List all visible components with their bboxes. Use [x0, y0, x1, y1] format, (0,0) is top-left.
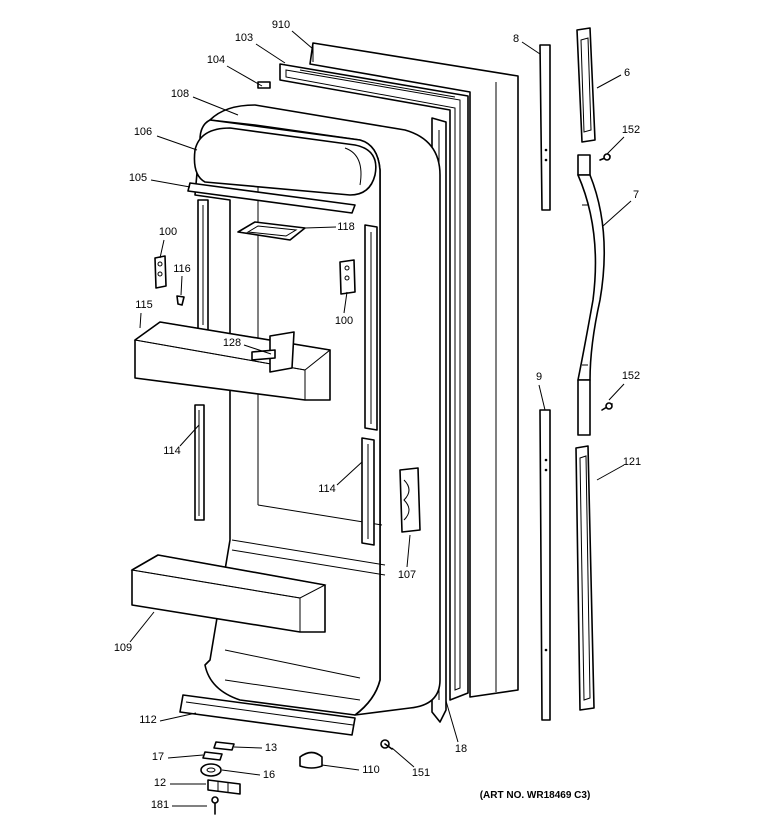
callout-c13: 13 — [265, 742, 277, 754]
hinge-pin-13 — [213, 741, 235, 751]
callout-c115: 115 — [135, 299, 153, 311]
door-handle — [577, 154, 606, 436]
leader-line-c7 — [602, 200, 632, 227]
callout-c152b: 152 — [622, 370, 640, 382]
leader-line-c910 — [291, 30, 314, 50]
callout-c910: 910 — [272, 19, 290, 31]
callout-c106: 106 — [134, 126, 152, 138]
hinge-cap-110 — [299, 751, 323, 769]
leader-line-c152b — [608, 383, 625, 401]
callout-c8: 8 — [513, 33, 519, 45]
outer-door-panel — [309, 42, 519, 698]
callout-c18: 18 — [455, 743, 467, 755]
handle-trim-bottom — [539, 409, 551, 721]
leader-line-c9 — [538, 384, 546, 411]
handle-cap-bottom — [575, 445, 595, 711]
door-gasket — [279, 63, 469, 701]
callout-c114b: 114 — [318, 483, 336, 495]
callout-c7: 7 — [633, 189, 639, 201]
callout-c109: 109 — [114, 642, 132, 654]
bin-divider — [251, 349, 276, 361]
callout-c107: 107 — [398, 569, 416, 581]
dairy-hinge-bar — [187, 182, 356, 214]
callout-c110: 110 — [362, 764, 380, 776]
callout-c105: 105 — [129, 172, 147, 184]
callout-c152a: 152 — [622, 124, 640, 136]
leader-line-c107 — [406, 534, 411, 568]
screw-181 — [211, 796, 219, 815]
leader-line-c104 — [226, 65, 263, 87]
leader-line-c8 — [521, 41, 541, 55]
shelf-support-left — [154, 255, 167, 289]
callout-c100a: 100 — [159, 226, 177, 238]
leader-line-c115 — [139, 312, 142, 329]
leader-line-c106 — [156, 135, 198, 151]
leader-line-c18 — [445, 700, 459, 743]
callout-c128: 128 — [223, 337, 241, 349]
callout-c112: 112 — [139, 714, 157, 726]
leader-line-c152a — [606, 136, 625, 155]
callout-c9: 9 — [536, 371, 542, 383]
callout-c118: 118 — [337, 221, 355, 233]
callout-c16: 16 — [263, 769, 275, 781]
bottom-trim — [179, 694, 356, 736]
callout-c6: 6 — [624, 67, 630, 79]
callout-c116: 116 — [173, 263, 191, 275]
washer-17 — [202, 751, 223, 761]
leader-line-c109 — [129, 611, 155, 643]
screw-152-bottom — [601, 402, 613, 411]
retainer-clip — [176, 295, 185, 306]
leader-line-c110 — [321, 764, 360, 771]
callout-c181: 181 — [151, 799, 169, 811]
leader-line-c6 — [596, 74, 622, 89]
art-number-label: (ART NO. WR18469 C3) — [480, 790, 591, 801]
shelf-rail-left — [194, 199, 209, 521]
leader-line-c128 — [243, 344, 272, 355]
callout-c12: 12 — [154, 777, 166, 789]
shelf-retainer — [399, 467, 421, 533]
callout-c104: 104 — [207, 54, 225, 66]
leader-line-c116 — [180, 275, 183, 296]
callout-c114a: 114 — [163, 445, 181, 457]
leader-line-c108 — [192, 96, 239, 116]
shelf-support-right — [339, 259, 356, 295]
leader-line-c13 — [233, 746, 263, 749]
shelf-rail-right — [361, 224, 378, 546]
dairy-compartment-cover — [193, 127, 377, 196]
callout-c17: 17 — [152, 751, 164, 763]
leader-line-c118 — [304, 226, 337, 229]
inner-door-liner — [194, 104, 441, 716]
upper-door-bin — [133, 321, 332, 401]
leader-line-c151 — [391, 747, 415, 768]
leader-line-c100b — [343, 291, 348, 314]
callout-c151: 151 — [412, 767, 430, 779]
leader-line-c105 — [150, 179, 191, 188]
lower-door-bin — [130, 554, 327, 633]
leader-line-c121 — [596, 464, 625, 481]
callout-c103: 103 — [235, 32, 253, 44]
leader-line-c114a — [179, 424, 200, 447]
callout-c121: 121 — [623, 456, 641, 468]
leader-line-c17 — [167, 754, 204, 759]
leader-line-c16 — [221, 769, 261, 776]
handle-trim-top — [539, 44, 551, 211]
top-trim — [257, 81, 271, 89]
leader-line-c100a — [159, 239, 165, 259]
hinge-bushing-16 — [200, 763, 222, 777]
callout-labels: 9101031041081061051181001161001151281141… — [114, 19, 641, 811]
callout-c100b: 100 — [335, 315, 353, 327]
handle-cap-top — [576, 27, 596, 143]
leader-line-c103 — [255, 43, 286, 64]
hinge-bracket-12 — [207, 779, 241, 795]
screw-151 — [380, 739, 393, 750]
leader-line-c112 — [159, 712, 197, 722]
leader-line-c114b — [336, 461, 363, 486]
screw-152-top — [599, 153, 611, 161]
callout-c108: 108 — [171, 88, 189, 100]
